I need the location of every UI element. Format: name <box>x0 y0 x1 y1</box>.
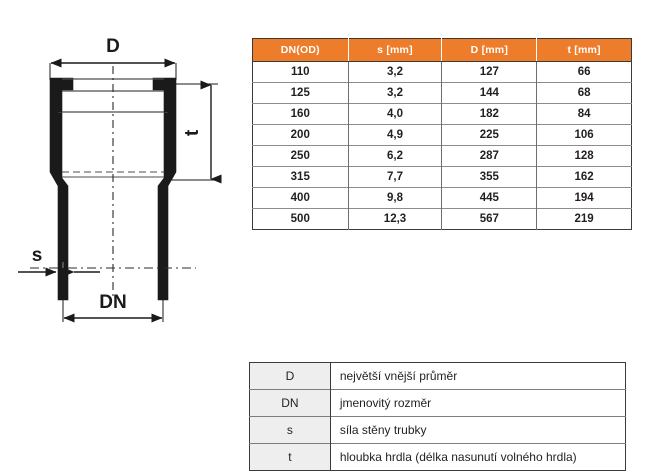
legend-table-container: D největší vnější průměr DN jmenovitý ro… <box>249 362 626 471</box>
list-item: t hloubka hrdla (délka nasunutí volného … <box>249 443 626 471</box>
seal-ring-right <box>164 91 176 112</box>
col-header-s-mm: s [mm] <box>348 38 443 62</box>
table-row: 315 7,7 355 162 <box>252 166 632 188</box>
cell-s: 12,3 <box>348 208 443 230</box>
cell-dn: 500 <box>252 208 349 230</box>
cell-d: 182 <box>441 103 538 125</box>
cell-dn: 200 <box>252 124 349 146</box>
cell-s: 3,2 <box>348 61 443 83</box>
pipe-geometry <box>30 66 196 301</box>
cell-t: 194 <box>536 187 632 209</box>
cell-t: 68 <box>536 82 632 104</box>
col-header-dn-od: DN(OD) <box>252 38 349 62</box>
list-item: DN jmenovitý rozměr <box>249 389 626 417</box>
pipe-dimension-table: DN(OD) s [mm] D [mm] t [mm] 110 3,2 127 … <box>252 38 632 230</box>
cell-t: 162 <box>536 166 632 188</box>
table-row: 400 9,8 445 194 <box>252 187 632 209</box>
cell-dn: 400 <box>252 187 349 209</box>
cell-dn: 160 <box>252 103 349 125</box>
cell-s: 7,7 <box>348 166 443 188</box>
cell-s: 6,2 <box>348 145 443 167</box>
cell-d: 567 <box>441 208 538 230</box>
pipe-right-wall <box>152 77 177 301</box>
legend-desc-s: síla stěny trubky <box>330 416 626 444</box>
list-item: s síla stěny trubky <box>249 416 626 444</box>
legend-symbol-dn: DN <box>249 389 331 417</box>
table-row: 250 6,2 287 128 <box>252 145 632 167</box>
pipe-cross-section-diagram: D t s DN <box>18 36 222 323</box>
cell-t: 128 <box>536 145 632 167</box>
cell-dn: 315 <box>252 166 349 188</box>
label-t: t <box>182 129 203 136</box>
spec-table-header-row: DN(OD) s [mm] D [mm] t [mm] <box>252 38 632 62</box>
col-header-d-mm: D [mm] <box>441 38 538 62</box>
legend-desc-d: největší vnější průměr <box>330 362 626 390</box>
legend-symbol-t: t <box>249 443 331 471</box>
cell-s: 3,2 <box>348 82 443 104</box>
legend-desc-t: hloubka hrdla (délka nasunutí volného hr… <box>330 443 626 471</box>
dimension-D: D <box>49 36 177 80</box>
table-row: 125 3,2 144 68 <box>252 82 632 104</box>
cell-dn: 250 <box>252 145 349 167</box>
cell-d: 355 <box>441 166 538 188</box>
legend-symbol-s: s <box>249 416 331 444</box>
cell-t: 66 <box>536 61 632 83</box>
dimension-DN: DN <box>62 268 164 323</box>
legend-desc-dn: jmenovitý rozměr <box>330 389 626 417</box>
label-s: s <box>32 245 43 266</box>
cell-t: 106 <box>536 124 632 146</box>
table-row: 200 4,9 225 106 <box>252 124 632 146</box>
pipe-left-wall <box>49 77 74 301</box>
cell-d: 287 <box>441 145 538 167</box>
cell-d: 127 <box>441 61 538 83</box>
spec-table-container: DN(OD) s [mm] D [mm] t [mm] 110 3,2 127 … <box>252 38 632 230</box>
cell-t: 84 <box>536 103 632 125</box>
cell-dn: 125 <box>252 82 349 104</box>
label-DN: DN <box>99 292 126 313</box>
table-row: 110 3,2 127 66 <box>252 61 632 83</box>
cell-t: 219 <box>536 208 632 230</box>
table-row: 500 12,3 567 219 <box>252 208 632 230</box>
label-D: D <box>106 36 120 57</box>
cell-dn: 110 <box>252 61 349 83</box>
dimension-t: t <box>168 80 222 184</box>
legend-symbol-d: D <box>249 362 331 390</box>
seal-ring-left <box>50 91 62 112</box>
cell-d: 225 <box>441 124 538 146</box>
cell-s: 9,8 <box>348 187 443 209</box>
cell-d: 144 <box>441 82 538 104</box>
list-item: D největší vnější průměr <box>249 362 626 390</box>
symbol-legend-table: D největší vnější průměr DN jmenovitý ro… <box>249 362 626 471</box>
cell-d: 445 <box>441 187 538 209</box>
pipe-drawing-panel: D t s DN <box>0 0 240 345</box>
col-header-t-mm: t [mm] <box>536 38 632 62</box>
cell-s: 4,0 <box>348 103 443 125</box>
cell-s: 4,9 <box>348 124 443 146</box>
table-row: 160 4,0 182 84 <box>252 103 632 125</box>
